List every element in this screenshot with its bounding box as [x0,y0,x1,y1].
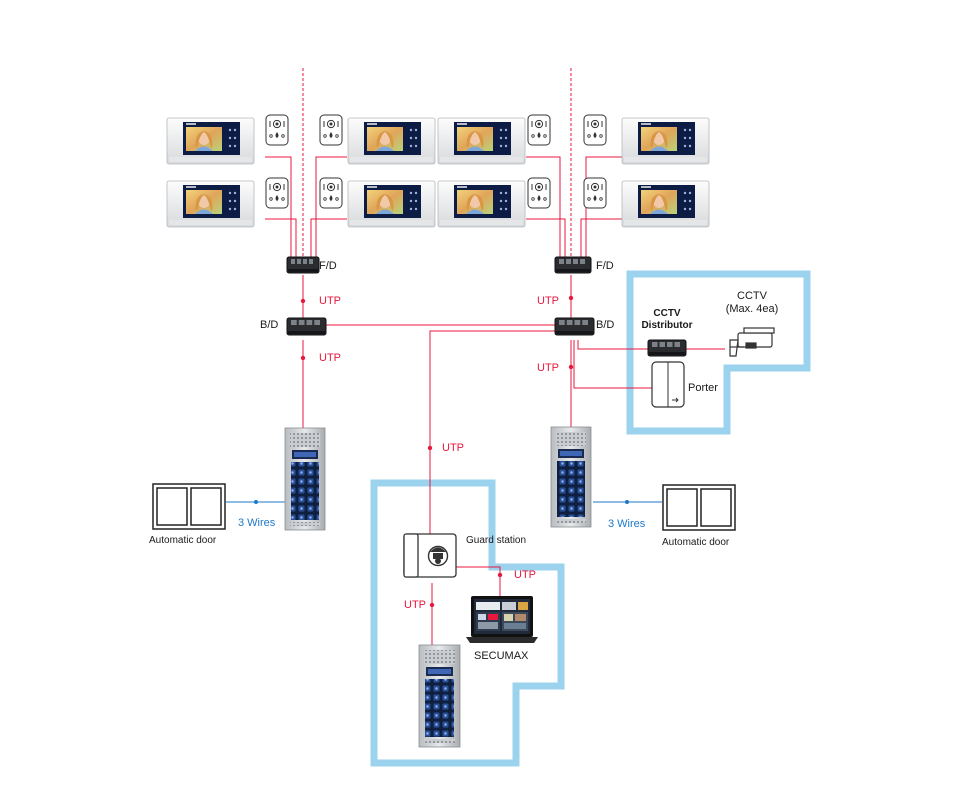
cctv-camera [729,327,775,357]
utp-label-guard-down: UTP [404,599,426,611]
video-monitor [166,180,255,228]
guard-area-highlight [370,479,565,767]
cctv-area-highlight [626,270,811,435]
utp-label-center: UTP [442,442,464,454]
cctv-label: CCTV (Max. 4ea) [725,290,779,315]
utp-label-right-lower: UTP [537,362,559,374]
automatic-door-label-left: Automatic door [149,535,217,546]
door-phone [527,114,551,146]
door-phone [583,114,607,146]
automatic-door-label-right: Automatic door [662,537,730,548]
bd-label-left: B/D [260,319,279,331]
floor-distributor-left [286,256,320,274]
utp-label-right-upper: UTP [537,295,559,307]
floor-distributor-right [554,256,592,274]
automatic-door-left [152,483,226,530]
door-phone [319,177,343,209]
utp-label-left-lower: UTP [319,352,341,364]
riser-dashed-lines [302,68,572,258]
video-monitor [347,180,436,228]
wire-junction-dots [300,295,574,608]
guard-station [403,533,457,578]
porter-label: Porter [688,382,718,394]
video-monitor [437,117,526,165]
bd-label-right: B/D [596,319,615,331]
fd-label-right: F/D [596,260,614,272]
door-phone [319,114,343,146]
secumax-laptop [466,596,538,643]
porter-unit [651,361,685,408]
video-monitor [166,117,255,165]
door-phone [583,177,607,209]
utp-label-guard-right: UTP [514,569,536,581]
cctv-distributor-label: CCTV Distributor [641,308,693,331]
utp-label-left-upper: UTP [319,295,341,307]
cctv-distributor [647,339,687,357]
automatic-door-right [662,484,736,531]
building-distributor-right [554,317,595,336]
door-phone [527,177,551,209]
utp-wires [265,156,725,645]
door-phone [265,177,289,209]
fd-label-left: F/D [319,260,337,272]
video-monitor [621,180,710,228]
lobby-panel-left [284,427,326,531]
video-monitor [347,117,436,165]
lobby-panel-right [550,426,592,528]
three-wires-label-right: 3 Wires [608,518,646,530]
lobby-panel-guard [418,644,461,748]
three-wires-label-left: 3 Wires [238,517,276,529]
door-phone [265,114,289,146]
secumax-label: SECUMAX [474,650,529,662]
guard-station-label: Guard station [466,535,527,546]
building-distributor-left [286,317,327,336]
video-monitor [621,117,710,165]
video-monitor [437,180,526,228]
